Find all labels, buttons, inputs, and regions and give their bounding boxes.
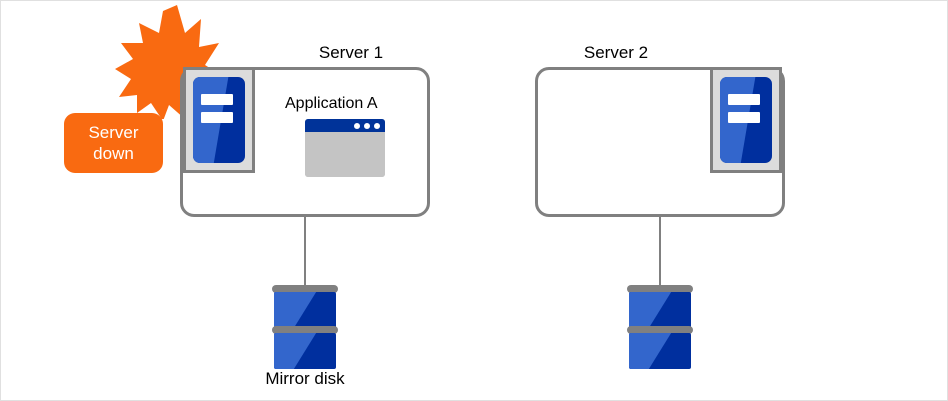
server-2-icon-panel [710,67,782,173]
callout-line-2: down [93,144,134,163]
mirror-disk-icon [272,285,338,369]
server-icon [193,77,245,163]
disk-body-1 [274,292,336,328]
window-dot-3 [374,122,380,129]
disk-body-2 [629,333,691,369]
disk-body-2 [274,333,336,369]
server-icon [720,77,772,163]
server-1-icon-panel [183,67,255,173]
callout-line-1: Server [88,123,139,142]
disk-plate-top [627,285,693,293]
server-1-label: Server 1 [318,43,384,62]
server-2-disk-icon [627,285,693,369]
application-a-label: Application A [285,95,378,112]
window-dot-2 [364,122,370,129]
application-window-icon [305,119,385,177]
disk-plate-middle [627,326,693,334]
disk-plate-middle [272,326,338,334]
application-window-body [305,132,385,177]
server-down-callout: Server down [64,113,163,173]
window-dot-1 [354,122,360,129]
mirror-disk-label: Mirror disk [265,369,345,388]
application-window-titlebar [305,119,385,132]
disk-body-1 [629,292,691,328]
server-2-disk-connector [659,217,661,285]
server-2-label: Server 2 [583,43,649,62]
server-1-disk-connector [304,217,306,285]
disk-plate-top [272,285,338,293]
